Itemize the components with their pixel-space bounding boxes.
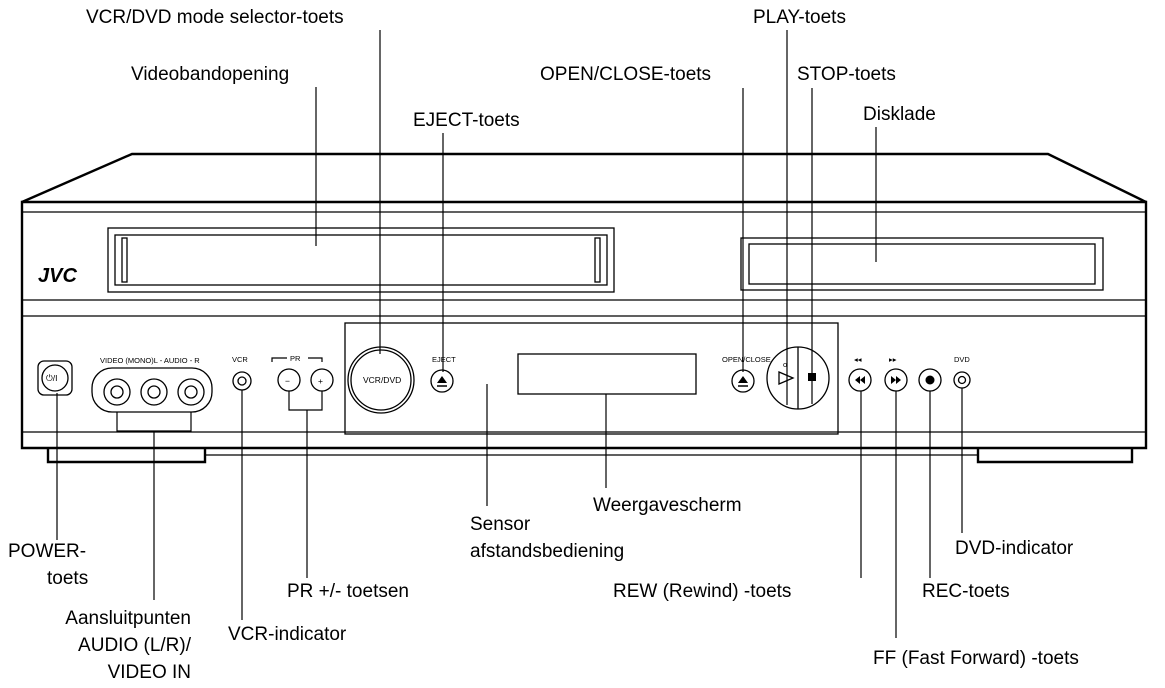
device-body (20, 152, 1148, 464)
svg-text:◂◂: ◂◂ (854, 355, 862, 364)
svg-text:−: − (285, 376, 290, 386)
svg-text:⏻/I: ⏻/I (46, 373, 57, 383)
callout-labels: VCR/DVD mode selector-toets Videobandope… (8, 7, 1079, 683)
label-power-line2: toets (47, 568, 88, 589)
svg-text:VCR/DVD: VCR/DVD (363, 375, 401, 385)
display-window (517, 353, 697, 395)
svg-text:PR: PR (290, 354, 301, 363)
label-pr-buttons: PR +/- toetsen (287, 581, 409, 602)
svg-text:EJECT: EJECT (432, 355, 456, 364)
label-stop-button: STOP-toets (797, 64, 896, 85)
jvc-logo: JVC (36, 262, 90, 287)
rew-button[interactable]: ◂◂ (848, 355, 872, 392)
label-disc-tray: Disklade (863, 104, 936, 125)
label-inputs-line1: Aansluitpunten (65, 608, 191, 629)
play-stop-buttons[interactable]: o (766, 346, 830, 410)
pr-buttons[interactable]: PR − + (271, 354, 334, 411)
label-inputs-line2: AUDIO (L/R)/ (78, 635, 192, 656)
label-ff-button: FF (Fast Forward) -toets (873, 648, 1079, 669)
label-vcr-dvd-selector: VCR/DVD mode selector-toets (86, 7, 344, 28)
label-inputs-line3: VIDEO IN (108, 662, 191, 683)
center-control-panel (344, 322, 839, 435)
svg-text:DVD: DVD (954, 355, 970, 364)
label-vcr-indicator: VCR-indicator (228, 624, 347, 645)
jvc-logo-text: JVC (38, 265, 77, 287)
svg-text:VCR: VCR (232, 355, 248, 364)
label-eject-button: EJECT-toets (413, 110, 520, 131)
rec-button[interactable] (918, 368, 942, 392)
label-dvd-indicator: DVD-indicator (955, 538, 1074, 559)
svg-text:o: o (783, 360, 787, 369)
svg-text:+: + (318, 376, 323, 386)
tape-slot[interactable] (107, 227, 615, 293)
label-open-close-button: OPEN/CLOSE-toets (540, 64, 711, 85)
label-rew-button: REW (Rewind) -toets (613, 581, 791, 602)
dvd-indicator: DVD (953, 355, 971, 389)
svg-text:VIDEO (MONO)L - AUDIO - R: VIDEO (MONO)L - AUDIO - R (100, 356, 200, 365)
vcr-dvd-selector-button[interactable]: VCR/DVD (347, 346, 415, 414)
open-close-button[interactable]: OPEN/CLOSE (722, 355, 771, 393)
vcr-indicator: VCR (232, 355, 252, 391)
eject-button[interactable]: EJECT (430, 355, 456, 393)
av-input-jacks[interactable]: VIDEO (MONO)L - AUDIO - R (91, 356, 213, 432)
ff-button[interactable]: ▸▸ (884, 355, 908, 392)
label-power-line1: POWER- (8, 541, 86, 562)
label-sensor-line1: Sensor (470, 514, 531, 535)
leader-lines (56, 30, 963, 638)
power-button[interactable]: ⏻/I (37, 360, 73, 396)
svg-text:OPEN/CLOSE: OPEN/CLOSE (722, 355, 771, 364)
label-tape-slot: Videobandopening (131, 64, 289, 85)
label-sensor-line2: afstandsbediening (470, 541, 624, 562)
label-play-button: PLAY-toets (753, 7, 846, 28)
disc-tray[interactable] (740, 237, 1104, 291)
label-display: Weergavescherm (593, 495, 742, 516)
label-rec-button: REC-toets (922, 581, 1010, 602)
svg-text:▸▸: ▸▸ (889, 355, 897, 364)
